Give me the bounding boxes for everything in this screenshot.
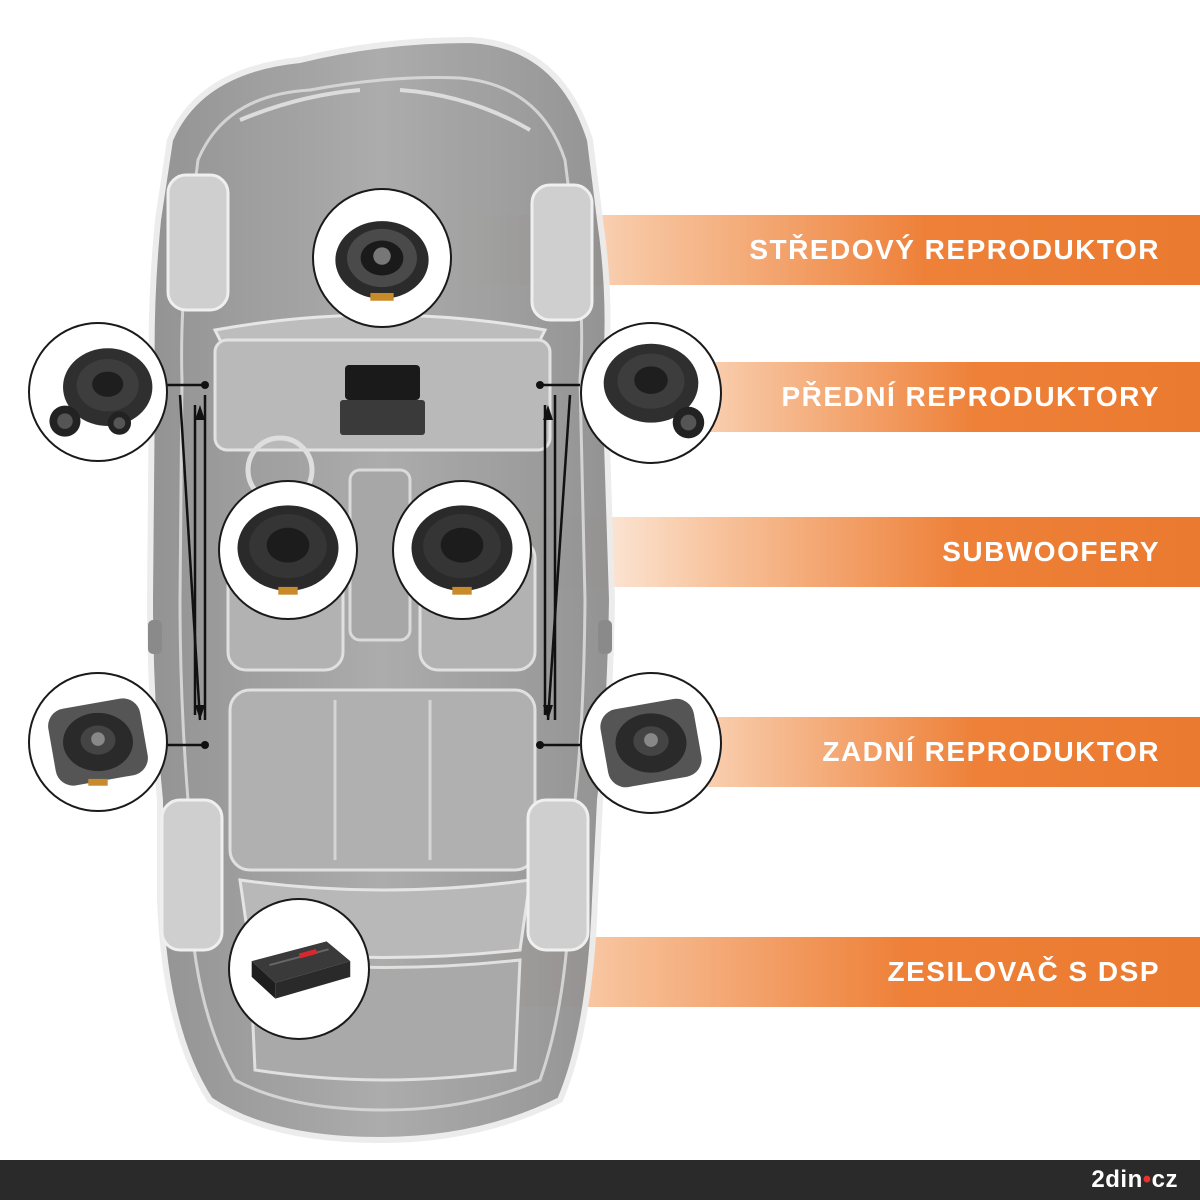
- logo-text-a: 2din: [1091, 1166, 1143, 1193]
- brand-logo[interactable]: 2din•cz: [1091, 1164, 1178, 1196]
- label-subwoofers: SUBWOOFERY: [942, 536, 1160, 567]
- logo-dot: •: [1142, 1166, 1152, 1193]
- wheel-rear-left: [160, 798, 224, 952]
- mirror-right: [598, 620, 612, 654]
- hood-line-left: [239, 88, 361, 122]
- head-unit-screen: [345, 365, 420, 400]
- mirror-left: [148, 620, 162, 654]
- subwoofer-left-icon: [237, 505, 339, 595]
- bubble-center-speaker: [312, 188, 452, 328]
- bubble-rear-right-speaker: [580, 672, 722, 814]
- label-front-speakers: PŘEDNÍ REPRODUKTORY: [781, 381, 1160, 412]
- seat-rear: [228, 688, 537, 872]
- front-left-speaker-icon: [49, 348, 153, 437]
- wiring-right: [540, 383, 580, 747]
- logo-text-b: cz: [1151, 1166, 1178, 1193]
- front-right-speaker-icon: [603, 343, 705, 439]
- footer-bar: 2din•cz: [0, 1160, 1200, 1200]
- subwoofer-right-icon: [411, 505, 513, 595]
- label-rear-speaker: ZADNÍ REPRODUKTOR: [822, 736, 1160, 767]
- arrowheads: [195, 405, 553, 720]
- center-speaker-icon: [335, 221, 429, 301]
- rear-right-speaker-icon: [600, 698, 702, 788]
- wheel-front-right: [530, 183, 594, 322]
- head-unit-panel: [340, 400, 425, 435]
- amplifier-dsp-icon: [251, 941, 351, 999]
- label-center-speaker: STŘEDOVÝ REPRODUKTOR: [749, 234, 1160, 265]
- bubble-front-left-speaker: [28, 322, 168, 462]
- bubble-subwoofer-left: [218, 480, 358, 620]
- wheel-front-left: [166, 173, 230, 312]
- band-subwoofers: SUBWOOFERY: [520, 517, 1200, 587]
- label-amplifier: ZESILOVAČ S DSP: [887, 956, 1160, 987]
- car-inner-outline: [178, 76, 587, 1112]
- bubble-front-right-speaker: [580, 322, 722, 464]
- connector-dots: [201, 381, 544, 749]
- bubble-rear-left-speaker: [28, 672, 168, 812]
- bubble-amplifier: [228, 898, 370, 1040]
- bubble-subwoofer-right: [392, 480, 532, 620]
- rear-left-speaker-icon: [48, 698, 148, 786]
- hood-line-right: [399, 88, 532, 132]
- wheel-rear-right: [526, 798, 590, 952]
- wiring-left: [165, 383, 207, 747]
